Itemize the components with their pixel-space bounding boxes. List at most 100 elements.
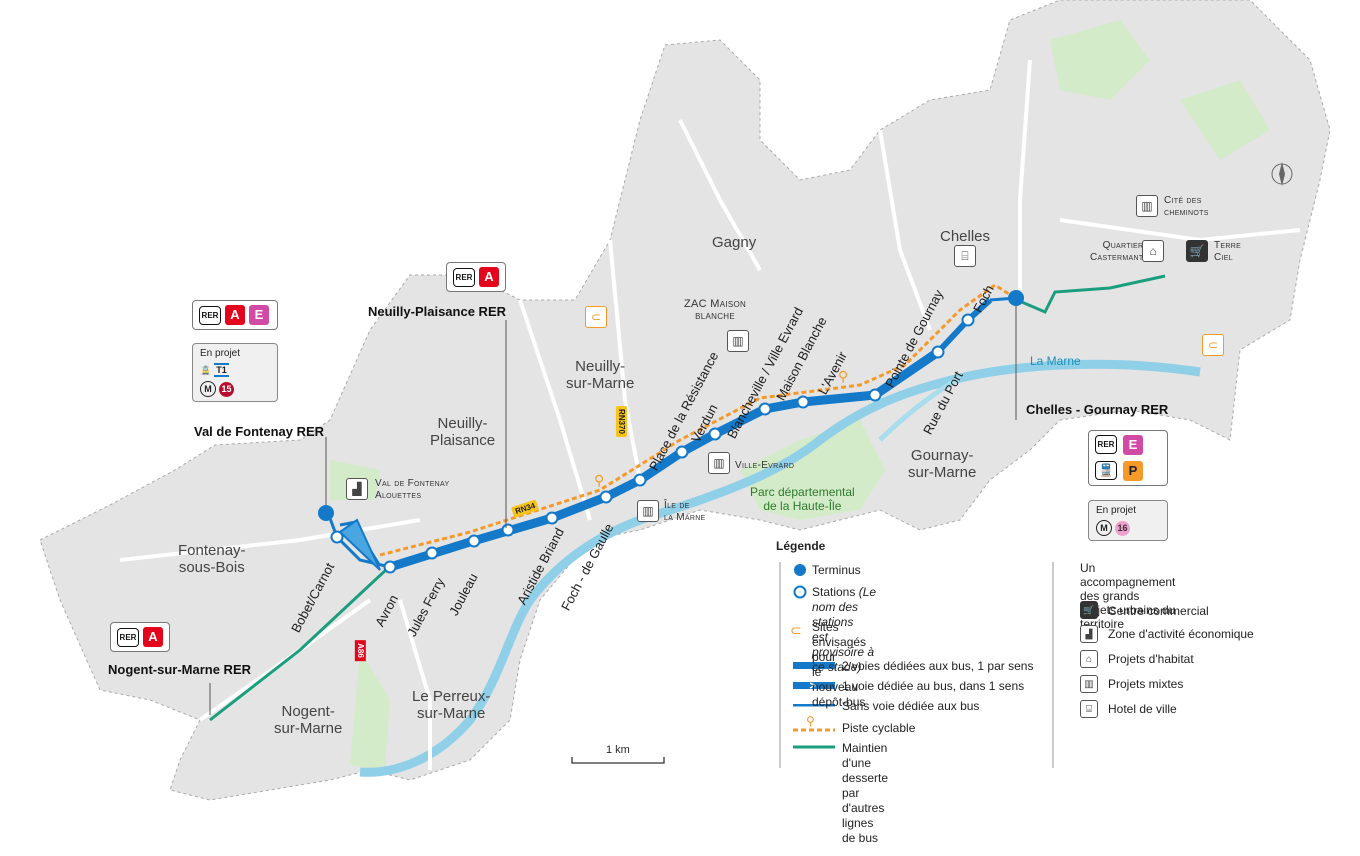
rer-name-nogent: Nogent-sur-Marne RER xyxy=(108,662,252,677)
house-icon: ⌂ xyxy=(1142,240,1164,262)
road-a86: A86 xyxy=(354,640,366,661)
territory-area xyxy=(39,0,1331,801)
town-gournay: Gournay- sur-Marne xyxy=(908,447,977,481)
rer-line-a-badge: A xyxy=(479,267,499,287)
train-line-row: 🚆 P xyxy=(1095,461,1143,481)
legend-depot: Sites envisagés pour le nouveau dépôt-bu… xyxy=(812,620,867,709)
station-marker xyxy=(796,395,810,409)
town-neuilly-sur-marne: Neuilly- sur-Marne xyxy=(566,358,635,392)
place-cite-cheminots: Cité des cheminots xyxy=(1164,195,1209,218)
station-marker xyxy=(758,402,772,416)
rer-line-a-badge: A xyxy=(225,305,245,325)
scale-bar xyxy=(571,757,665,764)
town-neuilly-plaisance: Neuilly- Plaisance xyxy=(430,415,496,449)
shopping-cart-icon: 🛒 xyxy=(1080,601,1098,619)
projet-metro-line: M 16 xyxy=(1096,520,1160,536)
other-bus-line xyxy=(1016,274,1166,314)
projet-label: En projet xyxy=(1096,505,1137,516)
park-area xyxy=(1180,80,1270,160)
metro-16-badge: 16 xyxy=(1115,520,1130,536)
river-label: La Marne xyxy=(1030,354,1081,368)
park-area xyxy=(350,650,390,770)
legend-stations-label: Stations xyxy=(812,585,859,599)
tram-icon: 🚊 xyxy=(200,364,212,375)
building-icon: ▥ xyxy=(637,500,659,522)
depot-icon: ⊂ xyxy=(1202,334,1224,356)
legend-hotel-ville: Hotel de ville xyxy=(1108,702,1177,716)
town-fontenay: Fontenay- sous-Bois xyxy=(178,542,246,576)
town-perreux: Le Perreux- sur-Marne xyxy=(412,688,491,722)
station-marker xyxy=(931,345,945,359)
projet-tram-line: 🚊 T1 xyxy=(200,363,270,377)
station-marker xyxy=(599,490,613,504)
legend-two-lanes: 2 voies dédiées aux bus, 1 par sens xyxy=(842,659,1034,673)
scale-label: 1 km xyxy=(606,744,630,756)
river-marne-arm xyxy=(878,375,962,442)
legend-stations-note: (Le nom des stations est provisoire à ce… xyxy=(812,585,877,674)
terminus-val-fontenay xyxy=(318,505,334,521)
town-hall-icon: ⌸ xyxy=(1080,700,1098,718)
town-chelles: Chelles xyxy=(940,228,991,245)
projet-label: En projet xyxy=(200,348,241,359)
legend-stations: Stations (Le nom des stations est provis… xyxy=(812,585,876,675)
legend-centre-commercial: Centre commercial xyxy=(1108,604,1209,618)
bicycle-icon: ⚲ xyxy=(838,368,849,384)
building-icon: ▥ xyxy=(727,330,749,352)
rer-name-neuilly-plaisance: Neuilly-Plaisance RER xyxy=(368,304,506,319)
depot-icon: ⊂ xyxy=(790,622,802,638)
rer-name-val-fontenay: Val de Fontenay RER xyxy=(194,424,325,439)
place-terre-ciel: Terre Ciel xyxy=(1214,240,1242,263)
station-marker xyxy=(501,523,515,537)
legend-one-lane: 1 voie dédiée au bus, dans 1 sens xyxy=(842,679,1025,693)
compass-icon xyxy=(1271,162,1293,186)
train-icon: 🚆 xyxy=(1095,461,1117,480)
park-area xyxy=(1050,20,1150,100)
rer-line-e-badge: E xyxy=(249,305,269,325)
legend-station-swatch xyxy=(793,585,807,599)
park-area xyxy=(740,420,885,520)
rer-name-chelles: Chelles - Gournay RER xyxy=(1026,402,1169,417)
metro-icon: M xyxy=(200,381,216,397)
bicycle-icon: ⚲ xyxy=(806,714,815,728)
rer-box-val-fontenay: RER A E xyxy=(192,300,278,330)
rer-badge: RER xyxy=(1095,435,1117,454)
building-icon: ▥ xyxy=(1080,675,1098,693)
station-markers xyxy=(330,313,975,574)
terminus-chelles xyxy=(1008,290,1024,306)
station-marker xyxy=(961,313,975,327)
legend-no-lane: Sans voie dédiée aux bus xyxy=(842,699,980,713)
rer-line-e-badge: E xyxy=(1123,435,1143,455)
rer-box-chelles: RER E 🚆 P xyxy=(1088,430,1168,486)
depot-icon: ⊂ xyxy=(585,306,607,328)
river-marne xyxy=(359,359,1201,777)
house-icon: ⌂ xyxy=(1080,650,1098,668)
place-zac-maison-blanche: ZAC Maison blanche xyxy=(684,298,747,322)
rer-line-row: RER E xyxy=(1095,435,1143,455)
rer-badge: RER xyxy=(199,305,221,325)
station-marker xyxy=(545,511,559,525)
road-rn370: RN370 xyxy=(615,406,627,437)
town-nogent: Nogent- sur-Marne xyxy=(274,703,343,737)
station-marker xyxy=(383,560,397,574)
legend-urban-title: Un accompagnement des grands projets urb… xyxy=(1080,561,1176,631)
rer-badge: RER xyxy=(117,627,139,647)
leader-lines xyxy=(209,306,1017,715)
building-icon: ▥ xyxy=(708,452,730,474)
building-icon: ▥ xyxy=(1136,195,1158,217)
metro-15-badge: 15 xyxy=(219,381,234,397)
metro-icon: M xyxy=(1096,520,1112,536)
place-quartier-castermant: Quartier Castermant xyxy=(1090,240,1144,263)
chart-icon: ▟ xyxy=(346,478,368,500)
other-bus-line xyxy=(209,566,390,722)
park-label: Parc départemental de la Haute-Île xyxy=(750,485,855,513)
station-marker xyxy=(467,534,481,548)
bus-route-triangle xyxy=(338,518,381,571)
place-ile-marne: Île de la Marne xyxy=(664,500,706,523)
town-hall-icon: ⌸ xyxy=(954,245,976,267)
town-gagny: Gagny xyxy=(712,234,757,251)
legend-mixtes: Projets mixtes xyxy=(1108,677,1184,691)
projet-metro-line: M 15 xyxy=(200,381,270,397)
place-ville-evrard: Ville-Evrard xyxy=(735,460,795,471)
bicycle-icon: ⚲ xyxy=(594,472,605,488)
rer-badge: RER xyxy=(453,267,475,287)
